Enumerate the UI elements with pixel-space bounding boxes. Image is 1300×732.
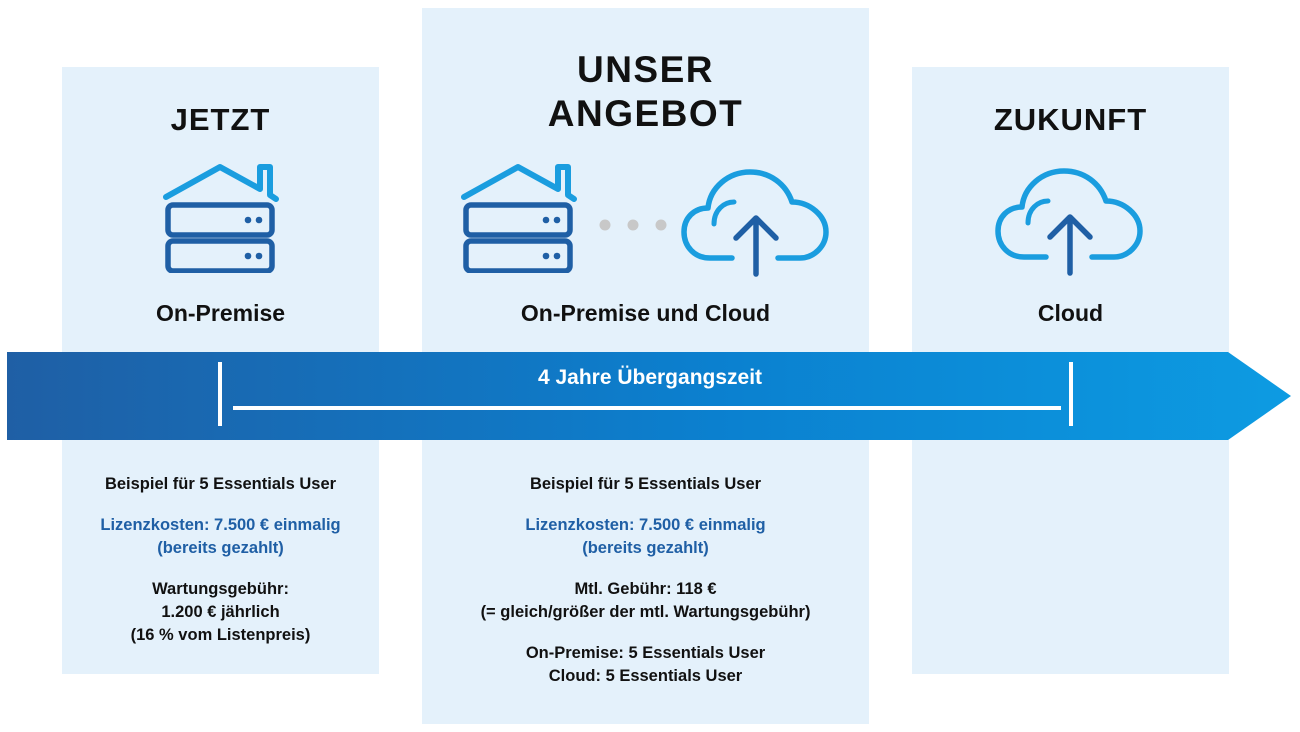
maintenance-label: Wartungsgebühr: (152, 580, 289, 598)
details-now: Beispiel für 5 Essentials User Lizenzkos… (62, 473, 379, 665)
heading-future: ZUKUNFT (993, 102, 1148, 137)
example-text: Beispiel für 5 Essentials User (104, 475, 337, 493)
server-house-icon (461, 164, 577, 273)
heading-offer-line2: ANGEBOT (547, 93, 744, 134)
server-house-icon (163, 164, 279, 273)
license-text: Lizenzkosten: 7.500 € einmalig (100, 516, 341, 534)
dots-icon (599, 219, 667, 231)
license-note: (bereits gezahlt) (157, 539, 284, 557)
on-premise-users: On-Premise: 5 Essentials User (525, 644, 766, 662)
license-text: Lizenzkosten: 7.500 € einmalig (525, 516, 766, 534)
transition-period-label: 4 Jahre Übergangszeit (537, 366, 763, 389)
details-offer: Beispiel für 5 Essentials User Lizenzkos… (422, 473, 869, 706)
heading-offer-line1: UNSER (576, 49, 715, 90)
sublabel-now: On-Premise (155, 300, 286, 326)
monthly-fee-text: Mtl. Gebühr: 118 € (574, 580, 717, 598)
cloud-upload-icon (995, 168, 1143, 276)
monthly-fee-note: (= gleich/größer der mtl. Wartungsgebühr… (480, 603, 811, 621)
license-note: (bereits gezahlt) (582, 539, 709, 557)
heading-now: JETZT (170, 102, 271, 137)
heading-offer: UNSER ANGEBOT (422, 48, 869, 136)
sublabel-offer: On-Premise und Cloud (520, 300, 771, 326)
sublabel-future: Cloud (1037, 300, 1104, 326)
maintenance-note: (16 % vom Listenpreis) (130, 626, 311, 644)
cloud-upload-icon (681, 169, 829, 277)
example-text: Beispiel für 5 Essentials User (529, 475, 762, 493)
maintenance-amount: 1.200 € jährlich (161, 603, 280, 621)
cloud-users: Cloud: 5 Essentials User (548, 667, 743, 685)
